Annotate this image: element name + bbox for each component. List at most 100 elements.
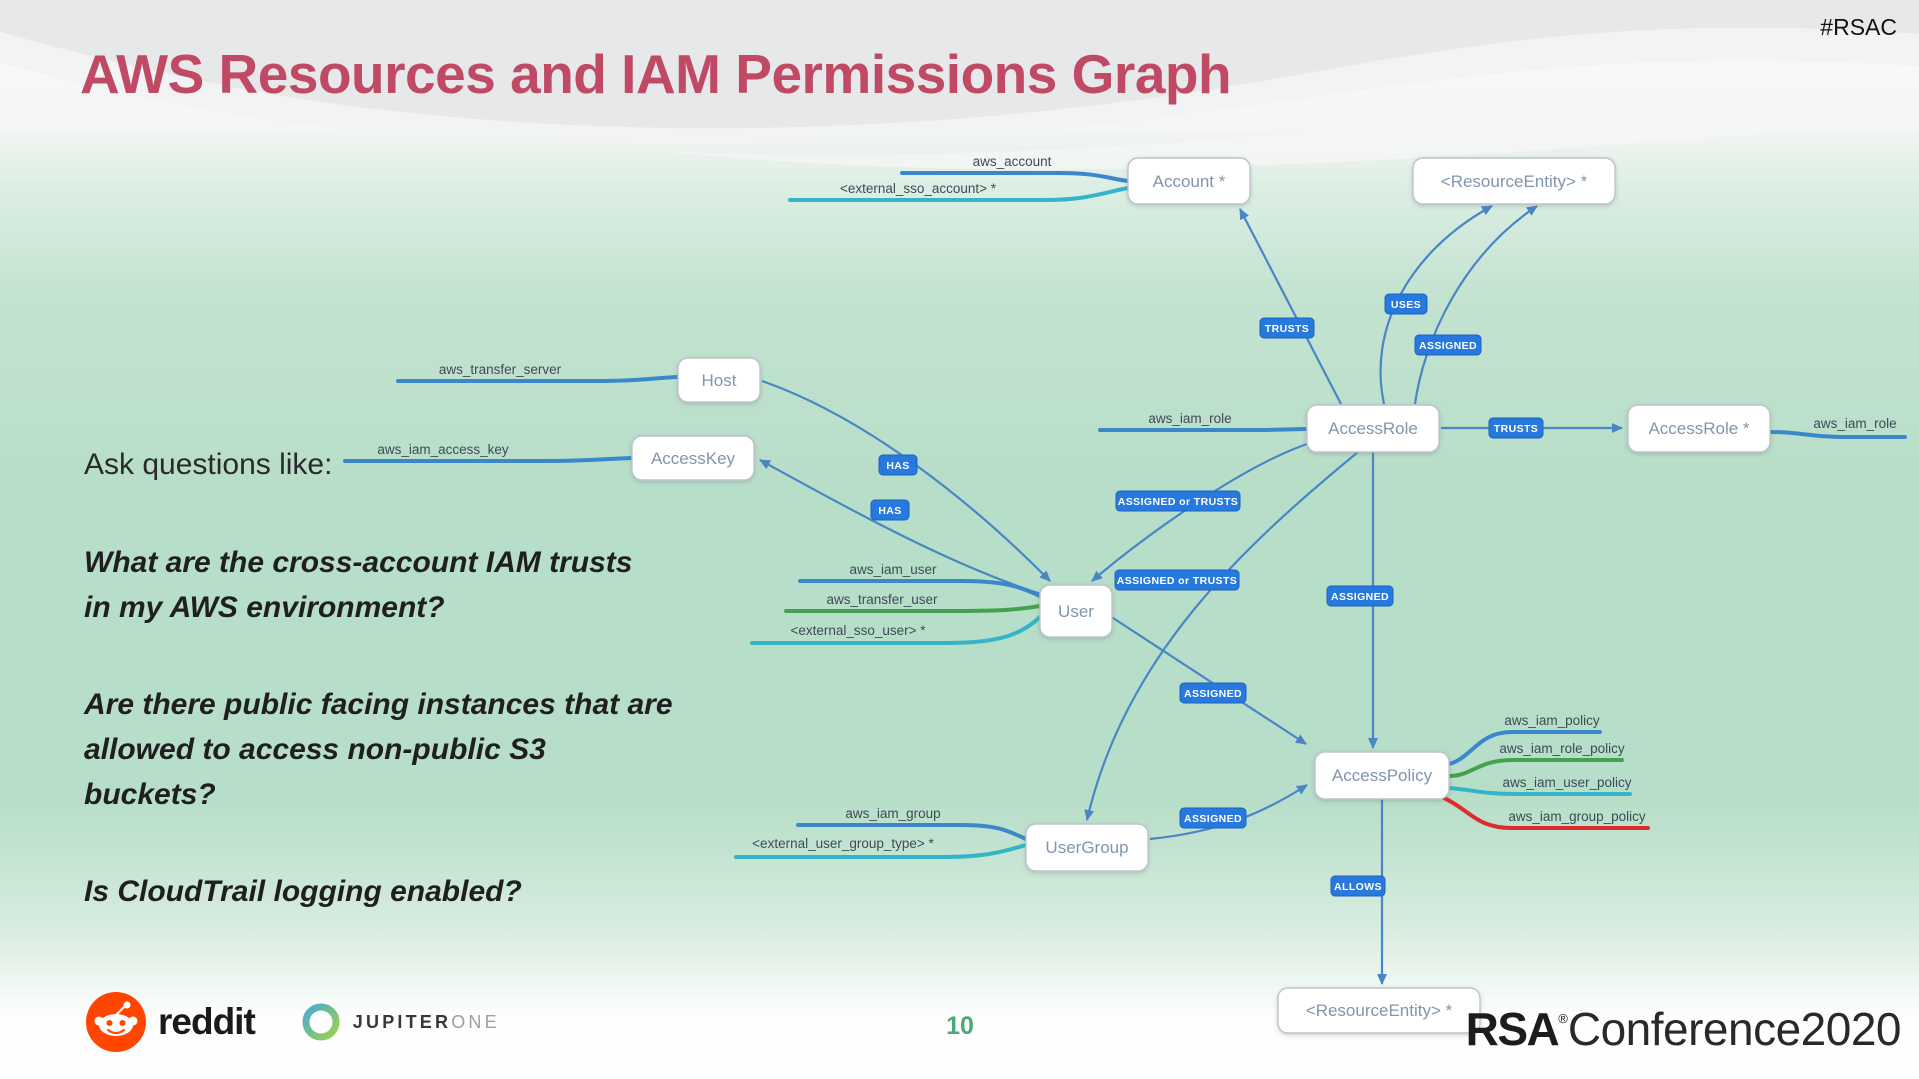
chip-assigned-user-policy: ASSIGNED bbox=[1179, 682, 1247, 704]
edge-user-assigned-accesspolicy bbox=[1109, 615, 1307, 745]
svg-text:ALLOWS: ALLOWS bbox=[1334, 881, 1382, 893]
node-access-policy: AccessPolicy bbox=[1314, 751, 1450, 800]
label-aws-transfer-server: aws_transfer_server bbox=[439, 362, 562, 377]
chip-allows: ALLOWS bbox=[1330, 875, 1386, 897]
line-external-user-group-type bbox=[734, 843, 1028, 859]
svg-text:ASSIGNED: ASSIGNED bbox=[1184, 813, 1242, 825]
question-1-line-1: What are the cross-account IAM trusts bbox=[84, 546, 633, 579]
label-aws-iam-user-policy: aws_iam_user_policy bbox=[1502, 775, 1631, 790]
line-aws-iam-role-left bbox=[1098, 427, 1309, 432]
label-external-sso-account: <external_sso_account> * bbox=[840, 181, 997, 196]
chip-assigned-role-policy: ASSIGNED bbox=[1326, 585, 1394, 607]
reddit-wordmark: reddit bbox=[158, 1001, 256, 1042]
svg-text:TRUSTS: TRUSTS bbox=[1265, 323, 1309, 335]
chip-has-key: HAS bbox=[870, 499, 910, 521]
node-account: Account * bbox=[1127, 157, 1251, 205]
label-aws-iam-role-right: aws_iam_role bbox=[1813, 416, 1896, 431]
svg-text:AccessRole: AccessRole bbox=[1328, 419, 1418, 438]
node-user: User bbox=[1039, 584, 1113, 638]
node-host: Host bbox=[677, 357, 761, 403]
node-access-role: AccessRole bbox=[1306, 404, 1440, 453]
label-aws-iam-role-policy: aws_iam_role_policy bbox=[1499, 741, 1625, 756]
rsa-registered-mark: ® bbox=[1558, 1011, 1568, 1026]
question-2: Are there public facing instances that a… bbox=[84, 682, 684, 817]
rsa-logo-text: RSA bbox=[1465, 1003, 1560, 1055]
graph-nodes: Account * <ResourceEntity> * Host Access… bbox=[631, 157, 1771, 1034]
svg-text:USES: USES bbox=[1391, 299, 1421, 311]
label-aws-iam-policy: aws_iam_policy bbox=[1504, 713, 1600, 728]
edge-accessrole-trusts-account bbox=[1239, 208, 1342, 405]
svg-text:ASSIGNED: ASSIGNED bbox=[1331, 591, 1389, 603]
svg-text:AccessKey: AccessKey bbox=[651, 449, 736, 468]
jupiterone-logo-icon bbox=[302, 1003, 340, 1041]
graph-edges bbox=[759, 205, 1623, 985]
questions-intro: Ask questions like: bbox=[84, 448, 333, 481]
line-external-sso-user bbox=[750, 615, 1042, 645]
svg-text:<ResourceEntity> *: <ResourceEntity> * bbox=[1441, 172, 1588, 191]
questions-block: Ask questions like: What are the cross-a… bbox=[84, 448, 684, 966]
chip-assigned-or-trusts-group: ASSIGNED or TRUSTS bbox=[1114, 569, 1240, 591]
label-external-sso-user: <external_sso_user> * bbox=[790, 623, 926, 638]
line-aws-iam-user bbox=[798, 579, 1042, 598]
node-user-group: UserGroup bbox=[1025, 823, 1149, 872]
footer-brands: reddit JUPITERONE bbox=[84, 990, 500, 1054]
chip-has-host: HAS bbox=[878, 454, 918, 476]
line-aws-iam-access-key bbox=[343, 456, 634, 463]
line-aws-iam-role-right bbox=[1768, 430, 1907, 439]
jupiterone-wordmark-light: ONE bbox=[451, 1011, 500, 1032]
label-aws-iam-user: aws_iam_user bbox=[849, 562, 937, 577]
question-1: What are the cross-account IAM trusts in… bbox=[84, 540, 684, 630]
label-aws-transfer-user: aws_transfer_user bbox=[826, 592, 938, 607]
svg-text:ASSIGNED: ASSIGNED bbox=[1184, 688, 1242, 700]
svg-text:HAS: HAS bbox=[886, 460, 909, 472]
line-aws-transfer-user bbox=[784, 604, 1042, 613]
property-lines bbox=[343, 171, 1907, 859]
edge-host-has-user bbox=[761, 379, 1051, 582]
page-title: AWS Resources and IAM Permissions Graph bbox=[80, 43, 1232, 105]
question-1-line-2: in my AWS environment? bbox=[84, 591, 445, 624]
svg-text:User: User bbox=[1058, 602, 1094, 621]
jupiterone-wordmark-bold: JUPITER bbox=[352, 1011, 452, 1032]
node-access-key: AccessKey bbox=[631, 435, 755, 481]
page-number: 10 bbox=[946, 1012, 974, 1040]
question-2-line-2: allowed to access non-public S3 buckets? bbox=[84, 733, 546, 811]
chip-assigned-resource: ASSIGNED bbox=[1414, 334, 1482, 356]
svg-text:<ResourceEntity> *: <ResourceEntity> * bbox=[1306, 1001, 1453, 1020]
edge-accessrole-assignedortrusts-usergroup bbox=[1084, 451, 1359, 821]
svg-text:UserGroup: UserGroup bbox=[1045, 838, 1128, 857]
chip-trusts-account: TRUSTS bbox=[1259, 317, 1315, 339]
node-access-role-right: AccessRole * bbox=[1627, 404, 1771, 453]
edge-accessrole-assigned-resourceentity bbox=[1413, 205, 1538, 405]
edge-accessrole-assignedortrusts-user bbox=[1091, 442, 1308, 582]
label-aws-iam-role-left: aws_iam_role bbox=[1148, 411, 1231, 426]
svg-text:Account *: Account * bbox=[1153, 172, 1226, 191]
chip-assigned-group-policy: ASSIGNED bbox=[1179, 807, 1247, 829]
node-resource-entity-top: <ResourceEntity> * bbox=[1412, 157, 1616, 205]
line-aws-transfer-server bbox=[396, 375, 680, 383]
conference-text: Conference2020 bbox=[1567, 1003, 1902, 1055]
line-aws-iam-policy bbox=[1447, 730, 1602, 766]
line-aws-iam-group-policy bbox=[1442, 796, 1650, 830]
svg-text:AccessPolicy: AccessPolicy bbox=[1332, 766, 1433, 785]
line-external-sso-account bbox=[788, 186, 1130, 202]
property-labels: aws_account <external_sso_account> * aws… bbox=[377, 154, 1896, 851]
node-resource-entity-bottom: <ResourceEntity> * bbox=[1277, 987, 1481, 1034]
line-aws-iam-user-policy bbox=[1447, 786, 1632, 796]
edge-label-chips: TRUSTS USES ASSIGNED TRUSTS HAS HAS bbox=[870, 293, 1544, 897]
question-2-line-1: Are there public facing instances that a… bbox=[84, 688, 673, 721]
line-aws-iam-group bbox=[796, 823, 1028, 841]
svg-text:ASSIGNED or TRUSTS: ASSIGNED or TRUSTS bbox=[1118, 496, 1238, 508]
rsac-hashtag: #RSAC bbox=[1820, 14, 1897, 40]
label-aws-iam-access-key: aws_iam_access_key bbox=[377, 442, 509, 457]
chip-uses: USES bbox=[1384, 293, 1428, 315]
svg-text:Host: Host bbox=[702, 371, 737, 390]
label-external-user-group-type: <external_user_group_type> * bbox=[752, 836, 934, 851]
reddit-logo-icon bbox=[86, 992, 146, 1052]
svg-text:HAS: HAS bbox=[878, 505, 901, 517]
label-aws-iam-group-policy: aws_iam_group_policy bbox=[1508, 809, 1646, 824]
edge-user-has-accesskey bbox=[759, 459, 1045, 597]
jupiterone-wordmark: JUPITERONE bbox=[353, 1012, 500, 1033]
svg-text:ASSIGNED: ASSIGNED bbox=[1419, 340, 1477, 352]
